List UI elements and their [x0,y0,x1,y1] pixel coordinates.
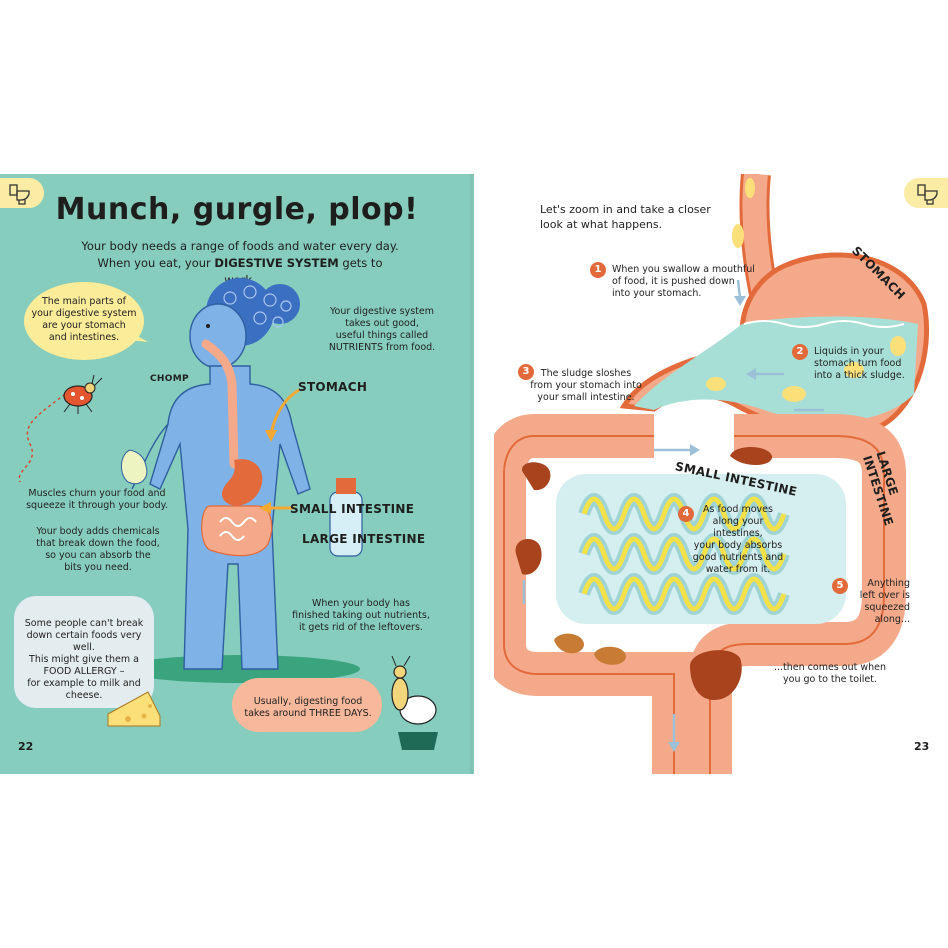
page-number-right: 23 [914,740,930,753]
food-allergy-text: Some people can't break down certain foo… [24,618,144,701]
step-3-badge: 3 [518,364,534,380]
label-arrows [259,388,300,514]
intro-line-2: When you eat, your DIGESTIVE SYSTEM gets… [97,256,383,287]
main-parts-text: The main parts of your digestive system … [31,296,137,343]
digestive-tract-diagram [494,174,930,774]
ladybug-illustration [18,374,103,483]
three-days-text: Usually, digesting food takes around THR… [244,696,372,719]
zoom-in-text: Let's zoom in and take a closer look at … [540,203,711,231]
step-5-text: Anything left over is squeezed along... [859,578,910,625]
step-1-badge: 1 [590,262,606,278]
toilet-tab-icon-right [904,178,948,208]
step-4-badge: 4 [678,506,694,522]
step-5-badge: 5 [832,578,848,594]
toilet-icon [917,184,938,205]
right-page: Let's zoom in and take a closer look at … [474,174,948,774]
page-title: Munch, gurgle, plop! [55,192,419,227]
toilet-tab-icon [0,178,44,208]
page-number-left: 22 [18,740,34,753]
digestive-system-term: DIGESTIVE SYSTEM [214,256,339,270]
toilet-text: ...then comes out when you go to the toi… [773,662,887,685]
nutrients-text: Your digestive system takes out good, us… [328,306,436,353]
left-page: Munch, gurgle, plop! Your body needs a r… [0,174,474,774]
leftovers-text: When your body has finished taking out n… [292,598,430,633]
main-parts-speech-bubble [24,282,144,360]
step-4-text: As food moves along your intestines, you… [692,504,784,575]
step-2-badge: 2 [792,344,808,360]
chomp-label: CHOMP [150,374,189,384]
intro-text: Your body needs a range of foods and wat… [80,238,400,289]
body-illustration [120,278,363,683]
chemicals-text: Your body adds chemicals that break down… [36,526,160,573]
small-intestine-label: SMALL INTESTINE [290,502,415,516]
step-1-text: When you swallow a mouthful of food, it … [612,264,755,299]
muscles-text: Muscles churn your food and squeeze it t… [26,488,168,511]
speech-bubble-tail [120,326,148,342]
intro-line-1: Your body needs a range of foods and wat… [81,239,399,253]
three-days-speech-bubble [232,678,382,732]
cheese-illustration [107,691,161,727]
large-intestine-label: LARGE INTESTINE [302,532,426,546]
bug-on-toilet-illustration [391,655,438,750]
step-3-text: The sludge sloshes from your stomach int… [530,368,642,403]
food-allergy-box [14,596,154,708]
stomach-label: STOMACH [298,380,368,394]
step-2-text: Liquids in your stomach turn food into a… [814,346,905,381]
book-spread: Munch, gurgle, plop! Your body needs a r… [0,174,948,774]
toilet-icon [9,184,30,205]
